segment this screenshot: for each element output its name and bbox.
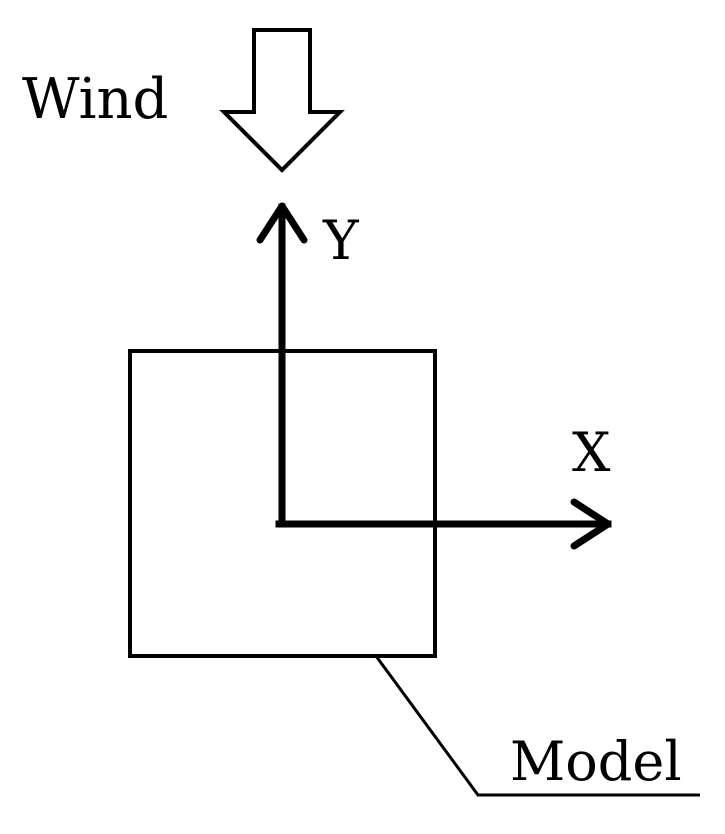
model-leader-line [374,655,700,797]
wind-label: Wind [22,67,168,132]
wind-arrow-icon [219,28,345,173]
x-axis-label: X [572,421,611,484]
y-arrow-icon [256,202,308,244]
model-label: Model [510,730,682,793]
x-arrow-icon [570,498,612,550]
y-axis-label: Y [322,209,360,272]
